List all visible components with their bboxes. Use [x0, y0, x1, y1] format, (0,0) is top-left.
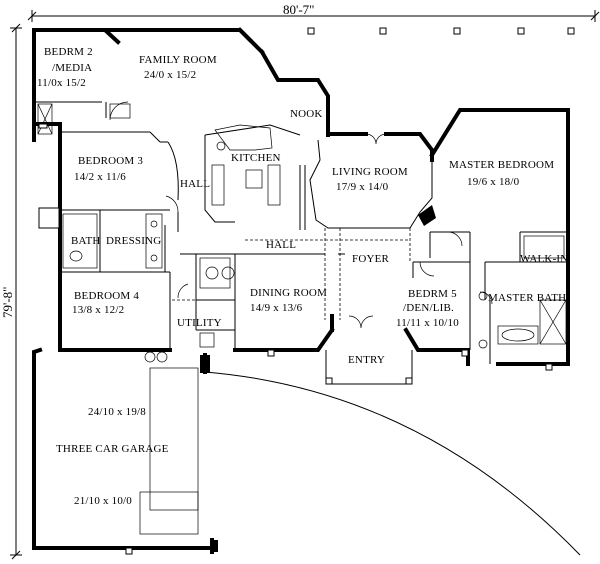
bedroom5-name: BEDRM 5: [408, 288, 457, 300]
bedroom2-name2: /MEDIA: [52, 62, 92, 74]
openings: [172, 228, 411, 320]
family-room-name: FAMILY ROOM: [139, 54, 217, 66]
kitchen-name: KITCHEN: [231, 152, 281, 164]
family-room-size: 24/0 x 15/2: [144, 69, 196, 81]
width-dimension: [27, 10, 600, 22]
bedroom2-size: 11/0x 15/2: [37, 77, 86, 89]
garage-name: THREE CAR GARAGE: [56, 443, 169, 455]
bedroom5-name2: /DEN/LIB.: [403, 302, 454, 314]
garage-size-1: 24/10 x 19/8: [88, 406, 146, 418]
entry-name: ENTRY: [348, 354, 385, 366]
dining-room-size: 14/9 x 13/6: [250, 302, 303, 314]
master-bedroom-size: 19/6 x 18/0: [467, 176, 520, 188]
interior-walls: [34, 101, 568, 364]
living-room-size: 17/9 x 14/0: [336, 181, 389, 193]
fixtures: [37, 101, 567, 535]
depth-dimension: [10, 23, 22, 560]
walk-in-name: WALK-IN: [520, 253, 568, 265]
driveway-curve: [204, 371, 581, 556]
bedroom4-name: BEDROOM 4: [74, 290, 139, 302]
foyer-name: FOYER: [352, 253, 390, 265]
hall-south-name: HALL: [266, 239, 296, 251]
overall-width-label: 80'-7": [283, 2, 314, 17]
bedroom5-size: 11/11 x 10/10: [396, 317, 459, 329]
utility-name: UTILITY: [177, 317, 222, 329]
master-bath-name: MASTER BATH: [488, 292, 566, 304]
bedroom3-size: 14/2 x 11/6: [74, 171, 126, 183]
bath-name: BATH: [71, 235, 101, 247]
bedroom2-name: BEDRM 2: [44, 46, 93, 58]
master-bedroom-name: MASTER BEDROOM: [449, 159, 554, 171]
bedroom4-size: 13/8 x 12/2: [72, 304, 124, 316]
dressing-name: DRESSING: [106, 235, 161, 247]
nook-name: NOOK: [290, 108, 323, 120]
dining-room-name: DINING ROOM: [250, 287, 327, 299]
hall-north-name: HALL: [180, 178, 210, 190]
bedroom3-name: BEDROOM 3: [78, 155, 143, 167]
living-room-name: LIVING ROOM: [332, 166, 408, 178]
overall-depth-label: 79'-8": [0, 287, 15, 318]
garage-size-2: 21/10 x 10/0: [74, 495, 132, 507]
entry-porch: [325, 350, 413, 385]
